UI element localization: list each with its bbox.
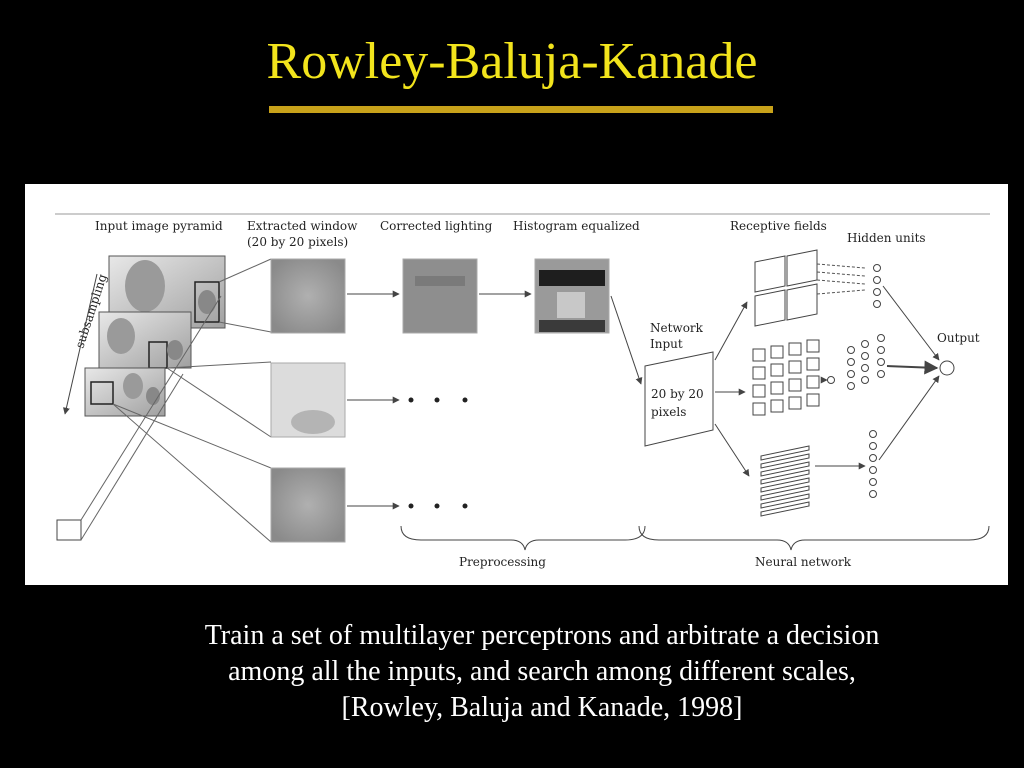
arrow-to-network xyxy=(610,295,643,385)
label-input-size-1: 20 by 20 xyxy=(651,387,704,401)
architecture-diagram: Input image pyramid Extracted window (20… xyxy=(25,184,1008,585)
hist-nose xyxy=(557,292,585,318)
label-corrected-lighting: Corrected lighting xyxy=(380,219,493,233)
face-medium xyxy=(107,318,135,354)
receptive-fields-mid xyxy=(752,339,820,416)
label-neural-network: Neural network xyxy=(755,555,852,569)
label-hidden-units: Hidden units xyxy=(847,231,926,245)
face-large-2 xyxy=(198,290,216,314)
hist-eyes xyxy=(539,270,605,286)
face-small-2 xyxy=(146,387,160,405)
window-box-1 xyxy=(194,281,220,323)
label-input: Input xyxy=(650,337,683,351)
window-2-blob xyxy=(291,410,335,434)
corrected-eyes xyxy=(415,276,465,286)
label-input-pyramid: Input image pyramid xyxy=(95,219,223,233)
extracted-window-3 xyxy=(270,467,346,543)
receptive-fields-bottom xyxy=(760,445,810,517)
window-box-3 xyxy=(90,381,114,405)
label-window-size: (20 by 20 pixels) xyxy=(247,235,348,249)
preprocessing-brace xyxy=(400,525,646,551)
output-unit xyxy=(939,360,955,376)
label-preprocessing: Preprocessing xyxy=(459,555,546,569)
corrected-lighting-window xyxy=(402,258,478,334)
subsampling-arrow xyxy=(62,273,98,415)
neural-network-brace xyxy=(638,525,990,551)
arrow-rf-top xyxy=(714,301,748,361)
arrow-hidden-bottom-output xyxy=(878,375,940,461)
hidden-units xyxy=(827,264,885,498)
label-input-size-2: pixels xyxy=(651,405,686,419)
slide-caption: Train a set of multilayer perceptrons an… xyxy=(100,618,984,726)
label-histogram-equalized: Histogram equalized xyxy=(513,219,640,233)
image-pyramid xyxy=(56,255,226,541)
caption-line-1: Train a set of multilayer perceptrons an… xyxy=(204,620,880,651)
arrow-rf-bottom xyxy=(714,423,750,477)
diagram-svg: Input image pyramid Extracted window (20… xyxy=(55,213,990,569)
caption-line-3: [Rowley, Baluja and Kanade, 1998] xyxy=(341,692,743,723)
face-medium-2 xyxy=(167,340,183,360)
arrow-hidden-top-output xyxy=(882,285,940,361)
slide-title: Rowley-Baluja-Kanade xyxy=(266,33,758,90)
label-extracted-window: Extracted window xyxy=(247,219,358,233)
face-large xyxy=(125,260,165,312)
ellipsis-dots xyxy=(408,397,468,509)
label-receptive-fields: Receptive fields xyxy=(730,219,827,233)
caption-line-2: among all the inputs, and search among d… xyxy=(228,656,856,687)
label-network: Network xyxy=(650,321,704,335)
pyramid-smallest xyxy=(56,519,82,541)
arrow-hidden-mid-output xyxy=(886,360,939,375)
extracted-window-1 xyxy=(270,258,346,334)
rf-to-hidden-dashed xyxy=(816,263,866,295)
receptive-fields-top xyxy=(754,249,818,327)
label-output: Output xyxy=(937,331,980,345)
face-small xyxy=(123,373,143,399)
title-underline xyxy=(269,106,773,113)
hist-mouth xyxy=(539,320,605,332)
pyramid-connectors xyxy=(80,258,272,543)
network-input-plane xyxy=(644,351,714,447)
